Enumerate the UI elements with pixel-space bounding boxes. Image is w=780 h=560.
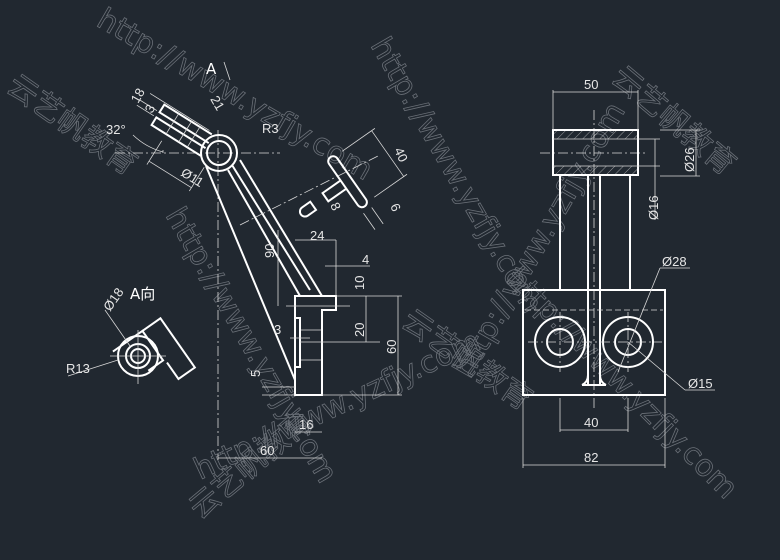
dim-dia28: Ø28 — [662, 254, 687, 269]
dim-4: 4 — [362, 252, 369, 267]
a-view-title: A向 — [130, 285, 155, 303]
dim-dia26: Ø26 — [682, 147, 697, 172]
dim-6: 6 — [387, 201, 404, 214]
dim-8: 8 — [327, 200, 344, 213]
dim-3: 3 — [142, 102, 159, 116]
dim-60-vertical: 60 — [384, 340, 399, 354]
dim-dia11: Ø11 — [178, 165, 206, 190]
boss-hole — [206, 140, 232, 166]
watermarks: http://www.yzfjy.com http://www.yzfjy.co… — [0, 1, 745, 526]
dim-24: 24 — [310, 228, 324, 243]
dim-60-horizontal: 60 — [260, 443, 274, 458]
dim-40: 40 — [391, 145, 411, 164]
dim-5: 5 — [248, 370, 263, 377]
dim-82: 82 — [584, 450, 598, 465]
fork — [136, 93, 213, 192]
dim-r13: R13 — [66, 361, 90, 376]
dim-angle: 32° — [106, 122, 126, 137]
dim-dia18: Ø18 — [100, 285, 126, 314]
dim-50: 50 — [584, 77, 598, 92]
a-view: A向 Ø18 R13 — [66, 285, 197, 384]
dim-90: 90 — [262, 244, 277, 258]
dim-40: 40 — [584, 415, 598, 430]
dim-dia16: Ø16 — [646, 195, 661, 220]
bottom-block — [522, 289, 666, 396]
dim-10: 10 — [352, 276, 367, 290]
dim-20: 20 — [352, 323, 367, 337]
side-view: 50 Ø26 Ø16 Ø28 Ø15 40 82 — [522, 77, 715, 468]
dim-21: 21 — [207, 93, 227, 113]
dim-r3: R3 — [262, 121, 279, 136]
dim-3b: 3 — [274, 322, 281, 337]
dim-16: 16 — [299, 417, 313, 432]
top-sleeve — [552, 129, 639, 176]
view-arrow-label: A — [206, 60, 217, 78]
dim-18: 18 — [128, 85, 148, 105]
boss-outer — [200, 134, 238, 172]
dim-dia15: Ø15 — [688, 376, 713, 391]
